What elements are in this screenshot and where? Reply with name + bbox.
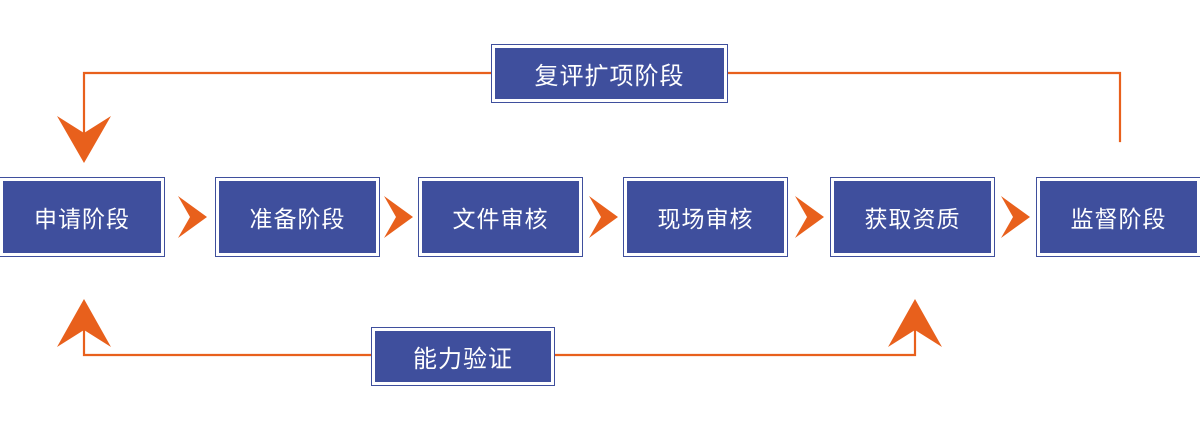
node-reassessment-stage-label: 复评扩项阶段 [534, 63, 685, 90]
chevron-4 [795, 196, 824, 238]
wire-proficiency-to-apply [82, 328, 374, 357]
wire-reassessment-to-apply [82, 71, 494, 142]
arrowhead-up-to-qualification [888, 299, 942, 347]
node-reassessment-stage[interactable]: 复评扩项阶段 [491, 44, 728, 103]
node-stage-supervision[interactable]: 监督阶段 [1036, 177, 1200, 257]
node-stage-obtain-qualification[interactable]: 获取资质 [830, 177, 995, 257]
chevron-5 [1001, 196, 1030, 238]
node-stage-apply-label: 申请阶段 [34, 206, 130, 232]
node-stage-obtain-qualification-label: 获取资质 [864, 206, 961, 232]
arrowhead-down-to-apply [57, 116, 111, 163]
wire-proficiency-to-qualification [552, 328, 917, 357]
node-proficiency-testing[interactable]: 能力验证 [371, 327, 555, 386]
node-stage-preparation-label: 准备阶段 [249, 206, 346, 232]
node-stage-supervision-label: 监督阶段 [1070, 206, 1167, 232]
arrowhead-up-to-apply [57, 299, 111, 347]
node-proficiency-testing-label: 能力验证 [413, 346, 513, 373]
node-stage-apply[interactable]: 申请阶段 [0, 177, 165, 257]
wire-monitor-to-reassessment [725, 71, 1122, 143]
node-stage-onsite-review-label: 现场审核 [657, 206, 754, 232]
chevron-2 [384, 196, 413, 238]
node-stage-document-review[interactable]: 文件审核 [418, 177, 583, 257]
chevron-3 [589, 196, 618, 238]
chevron-1 [178, 196, 207, 238]
node-stage-onsite-review[interactable]: 现场审核 [623, 177, 788, 257]
node-stage-preparation[interactable]: 准备阶段 [215, 177, 380, 257]
node-stage-document-review-label: 文件审核 [452, 206, 549, 232]
